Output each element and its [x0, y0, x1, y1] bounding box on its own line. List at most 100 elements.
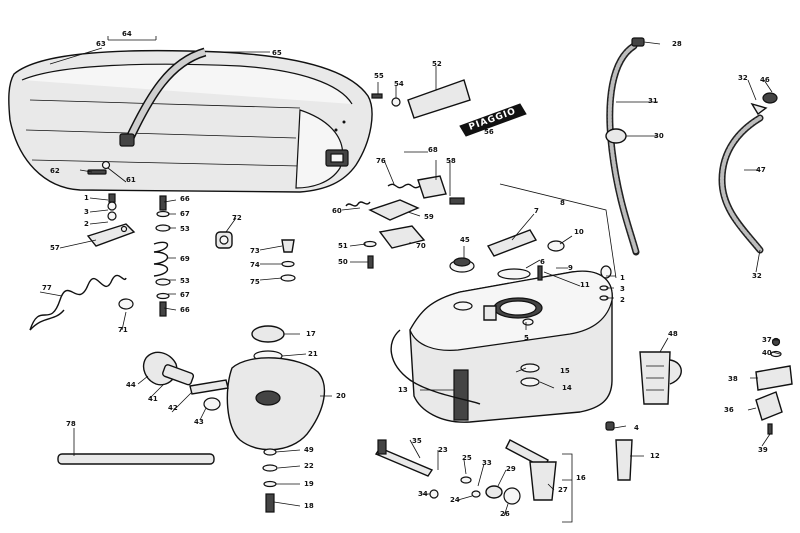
air-filter-carb: [142, 325, 326, 451]
part-label-16: 16: [576, 474, 586, 482]
part-label-3-2: 3: [620, 285, 625, 293]
part-label-12: 12: [650, 452, 660, 460]
part-label-60: 60: [332, 207, 342, 215]
part-label-66-1: 66: [180, 195, 190, 203]
seat-box: [8, 49, 373, 193]
part-label-56: 56: [484, 128, 494, 136]
part-label-18: 18: [304, 502, 314, 510]
part-label-58: 58: [446, 157, 456, 165]
part-label-35: 35: [412, 437, 422, 445]
bolt-set-73-75: [280, 239, 296, 282]
part-label-30: 30: [654, 132, 664, 140]
part-label-38: 38: [728, 375, 738, 383]
part-label-24: 24: [450, 496, 460, 504]
part-label-43: 43: [194, 418, 204, 426]
tap-parts: [605, 421, 633, 481]
spring-stack: [153, 195, 171, 317]
part-label-53-2: 53: [180, 277, 190, 285]
part-label-20: 20: [336, 392, 346, 400]
part-label-11: 11: [580, 281, 590, 289]
part-label-1-1: 1: [84, 194, 89, 202]
drain-parts: [262, 448, 278, 513]
leader-lines: [39, 36, 781, 517]
part-label-54: 54: [394, 80, 404, 88]
part-label-72: 72: [232, 214, 242, 222]
part-label-53-1: 53: [180, 225, 190, 233]
tube-78: [57, 453, 215, 465]
part-label-27: 27: [558, 486, 568, 494]
part-label-44: 44: [126, 381, 136, 389]
part-label-5: 5: [524, 334, 529, 342]
rubber-bumper-71: [118, 298, 134, 310]
part-label-19: 19: [304, 480, 314, 488]
part-label-8: 8: [560, 199, 565, 207]
part-label-21: 21: [308, 350, 318, 358]
part-label-1-2: 1: [620, 274, 625, 282]
part-label-36: 36: [724, 406, 734, 414]
part-label-31: 31: [648, 97, 658, 105]
part-label-34: 34: [418, 490, 428, 498]
part-label-22: 22: [304, 462, 314, 470]
part-label-75: 75: [250, 278, 260, 286]
lock-assembly: [345, 175, 465, 269]
part-label-59: 59: [424, 213, 434, 221]
part-label-50: 50: [338, 258, 348, 266]
nut-72: [215, 231, 233, 249]
part-label-61: 61: [126, 176, 136, 184]
part-label-40: 40: [762, 349, 772, 357]
part-label-51: 51: [338, 242, 348, 250]
screw-55-54: [371, 93, 401, 107]
part-label-28: 28: [672, 40, 682, 48]
fuel-hose-left: [605, 37, 645, 256]
part-label-52: 52: [432, 60, 442, 68]
seat-spring-77: [29, 274, 127, 331]
fuel-tank: [390, 183, 617, 423]
part-label-26: 26: [500, 510, 510, 518]
part-label-74: 74: [250, 261, 260, 269]
part-label-13: 13: [398, 386, 408, 394]
part-label-2-2: 2: [620, 296, 625, 304]
part-label-47: 47: [756, 166, 766, 174]
part-label-15: 15: [560, 367, 570, 375]
seat-hinge-parts: [86, 160, 136, 247]
part-label-42: 42: [168, 404, 178, 412]
part-label-45: 45: [460, 236, 470, 244]
part-label-62: 62: [50, 167, 60, 175]
part-label-66-2: 66: [180, 306, 190, 314]
part-label-77: 77: [42, 284, 52, 292]
part-label-23: 23: [438, 446, 448, 454]
reflector-52: [407, 79, 471, 119]
part-label-39: 39: [758, 446, 768, 454]
part-label-67-2: 67: [180, 291, 190, 299]
part-label-71: 71: [118, 326, 128, 334]
part-label-17: 17: [306, 330, 316, 338]
part-label-10: 10: [574, 228, 584, 236]
part-label-41: 41: [148, 395, 158, 403]
measuring-jug-48: [639, 351, 682, 405]
part-label-4: 4: [634, 424, 639, 432]
part-label-76: 76: [376, 157, 386, 165]
part-label-9: 9: [568, 264, 573, 272]
part-label-7: 7: [534, 207, 539, 215]
part-label-14: 14: [562, 384, 572, 392]
part-label-70: 70: [416, 242, 426, 250]
part-label-2-1: 2: [84, 220, 89, 228]
part-label-78: 78: [66, 420, 76, 428]
part-label-6: 6: [540, 258, 545, 266]
part-label-55: 55: [374, 72, 384, 80]
part-label-64: 64: [122, 30, 132, 38]
part-label-37: 37: [762, 336, 772, 344]
part-label-57: 57: [50, 244, 60, 252]
part-label-32-2: 32: [752, 272, 762, 280]
part-label-63: 63: [96, 40, 106, 48]
part-label-68: 68: [428, 146, 438, 154]
part-label-67-1: 67: [180, 210, 190, 218]
part-label-25: 25: [462, 454, 472, 462]
tap-control-parts: [374, 439, 573, 523]
part-label-48: 48: [668, 330, 678, 338]
seat-strap: [119, 47, 207, 147]
part-label-32-1: 32: [738, 74, 748, 82]
part-label-46: 46: [760, 76, 770, 84]
